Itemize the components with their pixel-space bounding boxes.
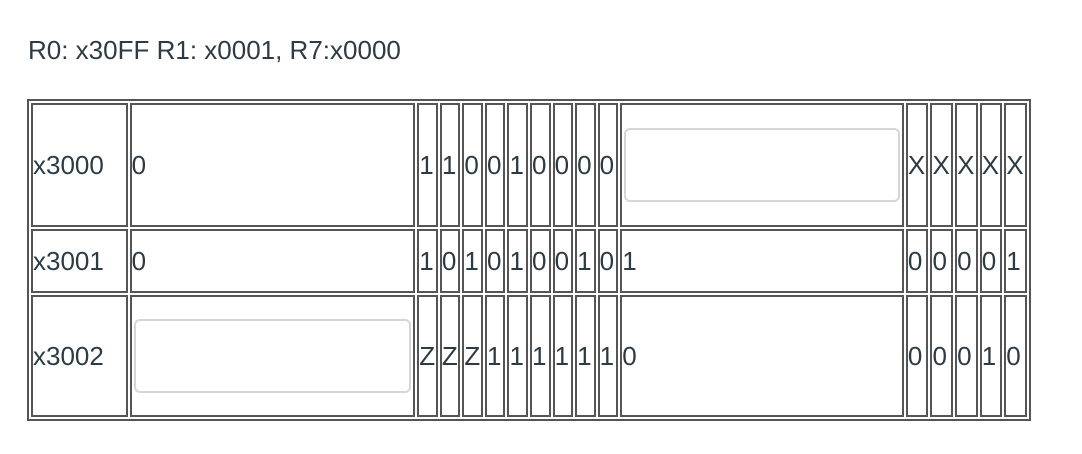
- bit-cell: 0: [955, 295, 978, 417]
- bit-cell: 0: [905, 229, 929, 293]
- bit-cell: 0: [462, 103, 483, 227]
- bit-cell: 0: [955, 229, 978, 293]
- bit-cell: 1: [417, 103, 438, 227]
- bit-cell: Z: [439, 295, 461, 417]
- bit-cell: 1: [484, 295, 506, 417]
- bit-cell: 0: [530, 229, 551, 293]
- bit-cell: 1: [620, 229, 904, 293]
- bit-cell: 0: [129, 229, 416, 293]
- bit-cell: 1: [507, 295, 529, 417]
- bit-cell: X: [905, 103, 929, 227]
- bit-cell: X: [955, 103, 978, 227]
- bit-cell: 0: [484, 229, 506, 293]
- bit-cell: 0: [597, 103, 619, 227]
- bit-cell: X: [930, 103, 954, 227]
- bit-cell: 1: [417, 229, 438, 293]
- bit-cell: 1: [979, 295, 1003, 417]
- bit-cell: Z: [417, 295, 438, 417]
- answer-cell: [129, 295, 416, 417]
- table-row: x3001 0 1 0 1 0 1 0 0 1 0 1 0 0 0 0 1: [31, 229, 1027, 293]
- bit-cell: 0: [575, 103, 596, 227]
- bit-cell: 0: [905, 295, 929, 417]
- bit-cell: 1: [597, 295, 619, 417]
- bit-cell: 0: [930, 229, 954, 293]
- bit-cell: X: [979, 103, 1003, 227]
- registers-header: R0: x30FF R1: x0001, R7:x0000: [28, 35, 401, 65]
- bit-cell: 1: [1004, 229, 1027, 293]
- bit-cell: 0: [930, 295, 954, 417]
- bit-cell: 0: [129, 103, 416, 227]
- bit-cell: 1: [507, 229, 529, 293]
- bit-cell: 1: [575, 295, 596, 417]
- address-cell: x3002: [31, 295, 128, 417]
- bit-cell: X: [1004, 103, 1027, 227]
- bit-cell: 1: [552, 295, 574, 417]
- bit-cell: 1: [507, 103, 529, 227]
- bit-cell: 1: [575, 229, 596, 293]
- answer-cell: [620, 103, 904, 227]
- address-cell: x3000: [31, 103, 128, 227]
- bit-cell: 0: [484, 103, 506, 227]
- bit-cell: 1: [439, 103, 461, 227]
- bit-cell: 0: [552, 229, 574, 293]
- bit-cell: 0: [597, 229, 619, 293]
- bit-cell: 1: [462, 229, 483, 293]
- bit-cell: 0: [1004, 295, 1027, 417]
- bit-cell: 0: [552, 103, 574, 227]
- answer-input[interactable]: [133, 319, 412, 393]
- bit-cell: 0: [620, 295, 904, 417]
- bit-cell: 1: [530, 295, 551, 417]
- bit-cell: 0: [439, 229, 461, 293]
- instruction-table: x3000 0 1 1 0 0 1 0 0 0 0 X X X X X x300…: [27, 99, 1031, 421]
- bit-cell: 0: [530, 103, 551, 227]
- bit-cell: Z: [462, 295, 483, 417]
- bit-cell: 0: [979, 229, 1003, 293]
- table-row: x3000 0 1 1 0 0 1 0 0 0 0 X X X X X: [31, 103, 1027, 227]
- answer-input[interactable]: [624, 128, 900, 202]
- table-row: x3002 Z Z Z 1 1 1 1 1 1 0 0 0 0 1 0: [31, 295, 1027, 417]
- address-cell: x3001: [31, 229, 128, 293]
